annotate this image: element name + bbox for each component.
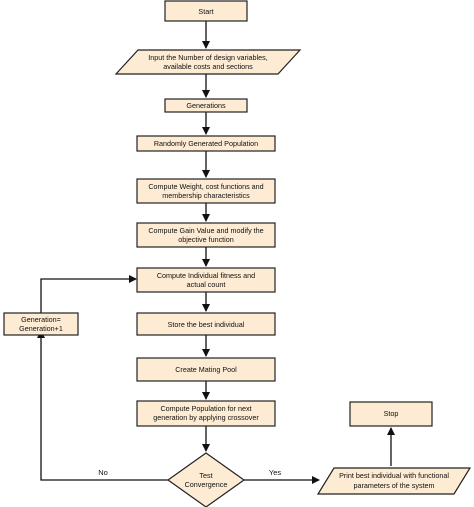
print-best-label-line2: parameters of the system [353,481,434,490]
stop-node [349,401,433,427]
compute-weight-label-line1: Compute Weight, cost functions and [148,182,263,191]
start-label: Start [198,7,213,16]
generation-update-label-line1: Generation= [21,315,61,324]
input-node [114,49,302,75]
compute-gain-node [136,222,276,248]
test-convergence-label-line2: Convergence [185,480,228,489]
generation-update-node [3,312,79,336]
compute-weight-label-line2: membership characteristics [162,191,250,200]
input-label-line2: available costs and sections [163,62,253,71]
compute-gain-label-line1: Compute Gain Value and modify the [148,226,263,235]
compute-gain-label-line2: objective function [178,235,234,244]
store-best-label: Store the best individual [168,320,245,329]
generations-label: Generations [186,101,226,110]
test-convergence-node [166,452,246,507]
stop-label: Stop [384,409,399,418]
compute-population-label-line1: Compute Population for next [160,404,251,413]
start-node [164,0,248,22]
arrow-generation-to-fitness [40,275,137,313]
random-population-node [136,135,276,152]
mating-pool-label: Create Mating Pool [175,365,237,374]
print-best-node [316,467,472,495]
generation-update-label-line2: Generation+1 [19,324,63,333]
test-convergence-label-line1: Test [199,471,212,480]
mating-pool-node [136,357,276,382]
compute-weight-node [136,178,276,204]
compute-population-node [136,400,276,427]
connectors [37,21,395,484]
compute-fitness-label-line2: actual count [187,280,226,289]
compute-fitness-node [136,267,276,293]
edge-label-no: No [98,468,108,477]
compute-fitness-label-line1: Compute Individual fitness and [157,271,255,280]
compute-population-label-line2: generation by applying crossover [153,413,259,422]
generations-node [164,98,248,113]
edge-label-yes: Yes [269,468,281,477]
store-best-node [136,312,276,336]
random-population-label: Randomly Generated Population [154,139,258,148]
print-best-label-line1: Print best individual with functional [339,471,449,480]
input-label-line1: Input the Number of design variables, [148,53,267,62]
arrow-test-no-to-generation [37,330,168,481]
